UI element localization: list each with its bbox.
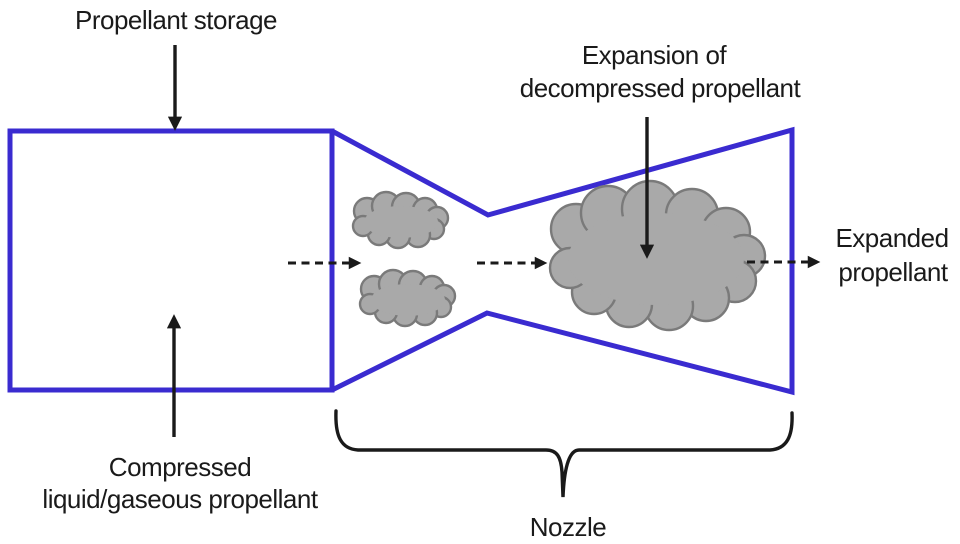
propellant-cloud-small-bottom (358, 268, 457, 328)
propellant-tank-outline (7, 128, 335, 393)
expansion-label: Expansion of decompressed propellant (520, 40, 802, 103)
expansion-label-line2: decompressed propellant (520, 73, 802, 103)
propellant-cloud-expanded (548, 179, 767, 332)
compressed-propellant-label: Compressed liquid/gaseous propellant (42, 452, 319, 514)
nozzle-label: Nozzle (530, 512, 607, 542)
propellant-cloud-small-top (351, 190, 450, 250)
expanded-propellant-label: Expanded propellant (835, 223, 949, 287)
compressed-propellant-label-line1: Compressed (109, 452, 251, 482)
compressed-propellant-label-line2: liquid/gaseous propellant (42, 484, 318, 514)
expanded-propellant-label-line2: propellant (838, 257, 948, 287)
expansion-label-line1: Expansion of (582, 40, 728, 70)
propellant-storage-label: Propellant storage (75, 5, 277, 35)
expanded-propellant-label-line1: Expanded (835, 223, 948, 253)
nozzle-brace (334, 409, 794, 498)
